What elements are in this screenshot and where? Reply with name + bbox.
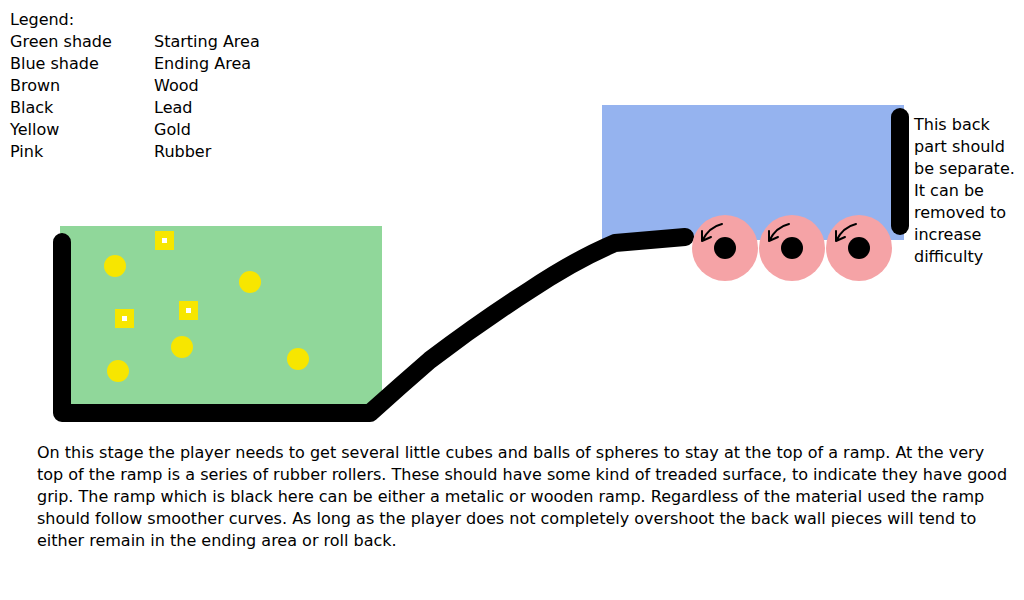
legend-value: Wood	[154, 75, 199, 97]
rubber-rollers	[692, 215, 892, 281]
description-paragraph: On this stage the player needs to get se…	[37, 442, 1012, 552]
legend-key: Blue shade	[10, 53, 99, 75]
lead-ramp	[62, 237, 685, 413]
gold-pieces	[104, 231, 309, 382]
side-note: This back part should be separate. It ca…	[914, 114, 1020, 268]
legend-value: Gold	[154, 119, 191, 141]
back-wall	[891, 117, 909, 226]
legend-heading: Legend:	[10, 9, 74, 31]
legend-value: Rubber	[154, 141, 211, 163]
legend-value: Ending Area	[154, 53, 251, 75]
legend-value: Lead	[154, 97, 192, 119]
legend-key: Brown	[10, 75, 60, 97]
legend-key: Black	[10, 97, 53, 119]
legend-key: Green shade	[10, 31, 112, 53]
legend-key: Yellow	[10, 119, 59, 141]
legend-key: Pink	[10, 141, 43, 163]
legend-value: Starting Area	[154, 31, 260, 53]
starting-area	[60, 226, 382, 404]
